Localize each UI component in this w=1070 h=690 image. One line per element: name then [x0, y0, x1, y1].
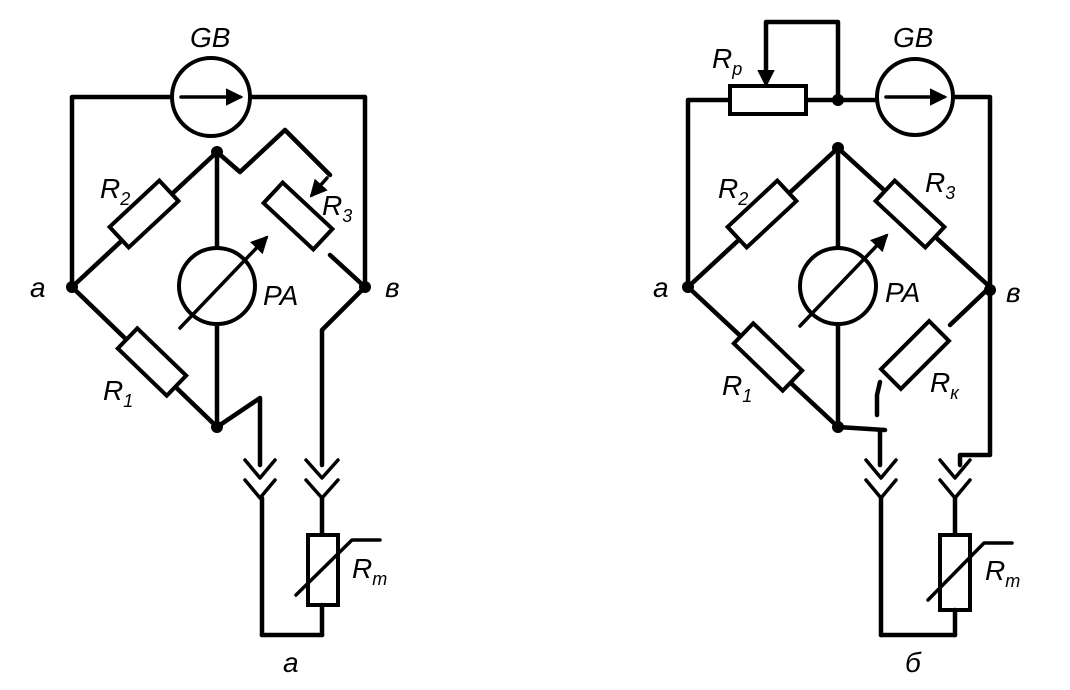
label-node-a-a: a — [30, 272, 46, 303]
label-gb-b: GB — [893, 22, 933, 53]
wire-b-right-top — [951, 94, 993, 290]
pa-ammeter-b — [798, 145, 889, 430]
wire-a-r3-right — [327, 252, 368, 290]
circuit-b: GB Rр R2 R3 R1 Rк PA a в Rт б — [653, 19, 1021, 678]
resistor-r2-a — [106, 177, 182, 251]
resistor-r1-b — [730, 320, 806, 394]
label-node-v-b: в — [1006, 277, 1021, 308]
label-node-a-b: a — [653, 272, 669, 303]
gb-source-b — [875, 57, 955, 137]
wire-b-rk-top — [947, 284, 993, 328]
thermistor-rt-b — [926, 533, 1014, 638]
gb-source-a — [170, 56, 252, 138]
label-r1-b: R1 — [722, 370, 752, 406]
label-r3-a: R3 — [322, 190, 352, 226]
node-v-b — [984, 284, 996, 296]
label-r2-a: R2 — [100, 173, 130, 209]
label-pa-b: PA — [885, 277, 920, 308]
wire-b-bottom-stub — [835, 424, 888, 433]
resistor-r1-a — [114, 325, 190, 399]
label-rk-b: Rк — [930, 367, 960, 403]
wire-b-left-top — [685, 97, 733, 290]
node-bottom-a — [211, 421, 223, 433]
wire-a-r3-lead — [214, 127, 333, 178]
node-top-a — [211, 146, 223, 158]
wire-a-right-top — [247, 94, 368, 290]
label-pa-a: PA — [263, 280, 298, 311]
label-r2-b: R2 — [718, 173, 748, 209]
label-rt-a: Rт — [352, 553, 387, 589]
wire-b-v-down — [957, 284, 993, 468]
node-a-b — [682, 281, 694, 293]
thermistor-rt-a — [294, 533, 382, 638]
wire-b-rk-bottom — [874, 379, 883, 418]
caption-a: a — [283, 647, 299, 678]
label-gb-a: GB — [190, 22, 230, 53]
resistor-rk-b — [878, 318, 952, 392]
connector-left-b — [864, 458, 898, 638]
label-rp-b: Rр — [712, 43, 742, 79]
resistor-r2-b — [724, 177, 800, 251]
node-top-b — [832, 142, 844, 154]
node-a-a — [66, 281, 78, 293]
pa-ammeter-a — [177, 149, 269, 430]
label-r3-b: R3 — [925, 167, 955, 203]
wire-a-bottom-lead — [214, 395, 263, 468]
connector-right-a — [304, 458, 340, 538]
resistor-rp-b — [728, 19, 841, 116]
circuit-a: GB R2 R3 R1 PA a в Rт a — [30, 22, 400, 678]
resistor-r3-a — [260, 176, 336, 253]
label-rt-b: Rт — [985, 555, 1020, 591]
node-v-a — [359, 281, 371, 293]
wire-a-v-down — [319, 284, 368, 468]
caption-b: б — [905, 647, 922, 678]
label-node-v-a: в — [385, 272, 400, 303]
resistor-r3-b — [872, 177, 948, 251]
connector-left-a — [243, 458, 277, 638]
label-r1-a: R1 — [103, 375, 133, 411]
node-bottom-b — [832, 421, 844, 433]
wire-a-left-top — [69, 94, 175, 290]
node-rp-b — [832, 94, 844, 106]
connector-right-b — [938, 458, 972, 538]
